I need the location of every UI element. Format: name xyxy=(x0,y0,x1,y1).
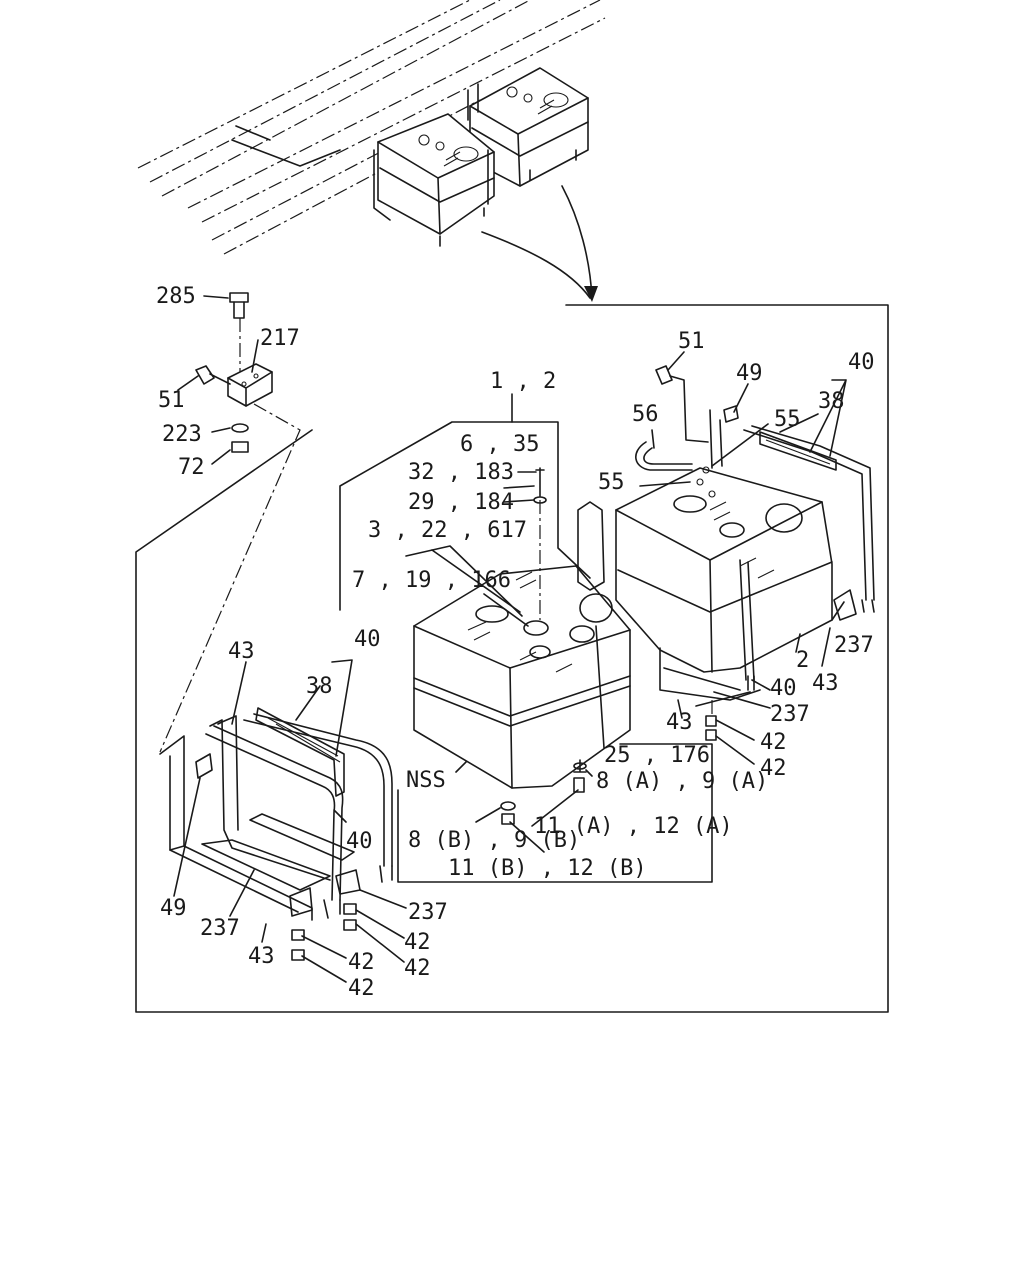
callout-frame-lower xyxy=(397,743,713,883)
label-38-right: 38 xyxy=(818,389,845,414)
label-nss: NSS xyxy=(406,768,446,793)
nut-42-e xyxy=(291,929,305,941)
callout-frame-upper xyxy=(339,421,591,611)
label-285: 285 xyxy=(156,284,196,309)
label-8a-9a: 8 (A) , 9 (A) xyxy=(596,769,768,794)
bolt-51-right xyxy=(655,365,673,385)
label-42-left-b: 42 xyxy=(404,956,431,981)
label-40-right-bottom: 40 xyxy=(770,676,797,701)
overview-rear-tank xyxy=(467,67,589,187)
bracket-43-left xyxy=(159,735,313,921)
strap-40-right xyxy=(743,429,867,601)
nut-49-right xyxy=(723,405,739,423)
washer-8a xyxy=(573,762,587,770)
bolt-11b xyxy=(501,813,515,825)
label-29-184: 29 , 184 xyxy=(408,490,514,515)
nut-49-left xyxy=(195,753,213,779)
label-32-183: 32 , 183 xyxy=(408,460,514,485)
label-40-left: 40 xyxy=(346,829,373,854)
bracket-assembly xyxy=(159,292,301,753)
strap-40-left xyxy=(205,733,336,901)
fuel-tank-right-assembly xyxy=(577,365,875,741)
left-strap-assembly xyxy=(159,707,393,961)
fuel-tank-nss xyxy=(339,421,713,883)
label-43-left-bottom: 43 xyxy=(248,944,275,969)
label-237-right-bottom: 237 xyxy=(770,702,810,727)
label-42-right-a: 42 xyxy=(760,730,787,755)
label-43-left-top: 43 xyxy=(228,639,255,664)
filler-cap-25 xyxy=(579,593,613,623)
label-1-2: 1 , 2 xyxy=(490,369,556,394)
label-43-center: 43 xyxy=(666,710,693,735)
label-55-lower: 55 xyxy=(598,470,625,495)
label-56: 56 xyxy=(632,402,659,427)
nut-42-f xyxy=(291,949,305,961)
label-2: 2 xyxy=(796,648,809,673)
bracket-237-left xyxy=(201,839,331,891)
label-43-right: 43 xyxy=(812,671,839,696)
label-25-176: 25 , 176 xyxy=(604,743,710,768)
label-7-19-166: 7 , 19 , 166 xyxy=(352,568,511,593)
bolt-285-head xyxy=(229,292,249,303)
part-labels: 285 217 51 223 72 51 49 40 38 55 56 55 1… xyxy=(156,284,875,1001)
label-42-left-a: 42 xyxy=(404,930,431,955)
detail-arrow-curve-left xyxy=(481,231,591,299)
label-49-left: 49 xyxy=(160,896,187,921)
pad-38-left xyxy=(255,707,345,797)
leader-lines xyxy=(173,295,847,983)
label-237-right-top: 237 xyxy=(834,633,874,658)
washer-223 xyxy=(231,423,249,433)
nut-72 xyxy=(231,441,249,453)
label-11b-12b: 11 (B) , 12 (B) xyxy=(448,856,647,881)
detail-frame-border xyxy=(135,304,889,1013)
label-42-left-d: 42 xyxy=(348,976,375,1001)
label-55-upper: 55 xyxy=(774,407,801,432)
bolt-51-left xyxy=(195,365,215,385)
label-51-right: 51 xyxy=(678,329,705,354)
label-217: 217 xyxy=(260,326,300,351)
nut-42-b xyxy=(705,729,717,741)
nut-42-d xyxy=(343,919,357,931)
label-8b-9b: 8 (B) , 9 (B) xyxy=(408,828,580,853)
bolt-11a xyxy=(573,777,585,793)
label-237-left-right: 237 xyxy=(408,900,448,925)
pad-38-right xyxy=(759,431,837,471)
label-40-left-top: 40 xyxy=(354,627,381,652)
vehicle-frame-overview xyxy=(137,0,606,302)
label-72: 72 xyxy=(178,455,205,480)
label-11a-12a: 11 (A) , 12 (A) xyxy=(534,814,733,839)
label-223: 223 xyxy=(162,422,202,447)
label-38-left: 38 xyxy=(306,674,333,699)
strap-40-left-outer xyxy=(243,719,385,867)
detail-arrow-curve-right xyxy=(561,185,593,299)
gauge-unit xyxy=(523,620,549,636)
bracket-43-right xyxy=(577,501,605,591)
label-51-left: 51 xyxy=(158,388,185,413)
label-237-left: 237 xyxy=(200,916,240,941)
label-49-right: 49 xyxy=(736,361,763,386)
label-40-right-top: 40 xyxy=(848,350,875,375)
washer-8b xyxy=(500,801,516,811)
label-42-right-b: 42 xyxy=(760,756,787,781)
bracket-237-right xyxy=(833,589,857,621)
u-bolt-56 xyxy=(635,441,693,471)
overview-front-tank xyxy=(373,113,495,247)
detail-arrow-head xyxy=(584,286,598,302)
nut-42-c xyxy=(343,903,357,915)
label-6-35: 6 , 35 xyxy=(460,432,539,457)
label-42-left-c: 42 xyxy=(348,950,375,975)
label-3-22-617: 3 , 22 , 617 xyxy=(368,518,527,543)
nut-42-a xyxy=(705,715,717,727)
